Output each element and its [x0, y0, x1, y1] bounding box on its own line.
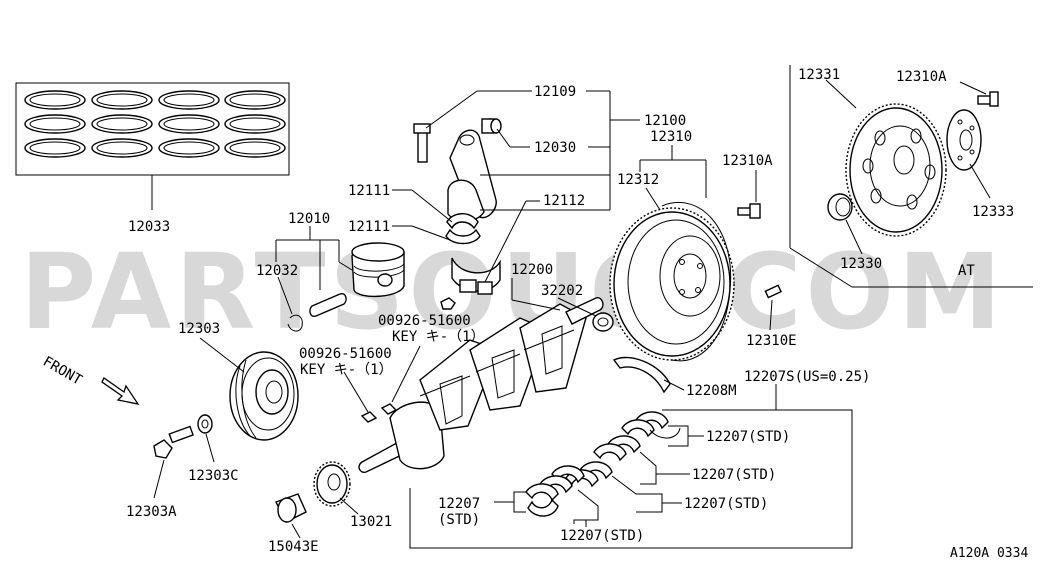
- crank-sprocket[interactable]: [313, 461, 351, 507]
- label-12111-lower[interactable]: 12111: [348, 219, 390, 235]
- flywheel[interactable]: [609, 201, 735, 362]
- main-bearing-5[interactable]: [525, 483, 559, 517]
- pulley-washer[interactable]: [197, 414, 213, 434]
- piston[interactable]: [351, 242, 405, 298]
- label-at: AT: [958, 263, 975, 279]
- main-bearing-2[interactable]: [593, 435, 641, 462]
- label-12032[interactable]: 12032: [256, 263, 298, 279]
- label-12310A-at[interactable]: 12310A: [896, 69, 947, 85]
- label-12331[interactable]: 12331: [798, 67, 840, 83]
- label-12207-5-line2[interactable]: (STD): [438, 512, 480, 528]
- front-label: FRONT: [40, 354, 85, 389]
- label-12111-upper[interactable]: 12111: [348, 183, 390, 199]
- figure-code: A120A 0334: [950, 546, 1028, 561]
- piston-pin[interactable]: [309, 292, 347, 318]
- label-12207-5-line1[interactable]: 12207: [438, 496, 480, 512]
- label-12200[interactable]: 12200: [511, 262, 553, 278]
- front-arrow-icon: [101, 377, 140, 405]
- drive-plate-bolt[interactable]: [977, 91, 999, 107]
- label-12010[interactable]: 12010: [288, 211, 330, 227]
- label-12207S[interactable]: 12207S(US=0.25): [744, 369, 870, 385]
- reinforcement-plate[interactable]: [946, 109, 982, 171]
- ring-set-1: [24, 90, 86, 158]
- label-12207-2[interactable]: 12207(STD): [692, 467, 776, 483]
- key-lower[interactable]: [360, 411, 378, 423]
- label-15043E[interactable]: 15043E: [268, 539, 319, 555]
- label-key-lower-part[interactable]: 00926-51600: [299, 346, 392, 362]
- label-13021[interactable]: 13021: [350, 514, 392, 530]
- label-12207-4[interactable]: 12207(STD): [560, 528, 644, 544]
- label-12109[interactable]: 12109: [534, 84, 576, 100]
- drive-plate[interactable]: [845, 103, 947, 237]
- label-12312[interactable]: 12312: [617, 172, 659, 188]
- ring-set-4: [224, 90, 286, 158]
- label-12310A-mt[interactable]: 12310A: [722, 153, 773, 169]
- label-key-lower-desc[interactable]: KEY キ-（1）: [300, 362, 393, 378]
- crankshaft[interactable]: [358, 297, 604, 474]
- label-12330[interactable]: 12330: [840, 256, 882, 272]
- label-12100[interactable]: 12100: [644, 113, 686, 129]
- con-rod-bushing[interactable]: [481, 118, 502, 134]
- main-bearing-1[interactable]: [621, 411, 681, 439]
- piston-rings-group[interactable]: [15, 82, 290, 210]
- label-12033[interactable]: 12033: [128, 219, 170, 235]
- snap-ring[interactable]: [287, 314, 303, 332]
- label-key-upper-part[interactable]: 00926-51600: [378, 313, 471, 329]
- label-12112[interactable]: 12112: [543, 193, 585, 209]
- rear-seal[interactable]: [827, 193, 853, 221]
- spacer[interactable]: [275, 493, 307, 523]
- ring-set-2: [91, 90, 153, 158]
- label-12310[interactable]: 12310: [650, 129, 692, 145]
- label-12207-3[interactable]: 12207(STD): [684, 496, 768, 512]
- main-bearing-4[interactable]: [539, 465, 585, 494]
- thrust-washer[interactable]: [612, 356, 671, 394]
- flywheel-bolt[interactable]: [737, 203, 761, 219]
- label-12303C[interactable]: 12303C: [188, 468, 239, 484]
- rod-bearing-upper[interactable]: [446, 213, 479, 230]
- label-32202[interactable]: 32202: [541, 283, 583, 299]
- crank-pulley[interactable]: [229, 351, 299, 441]
- label-key-upper-desc[interactable]: KEY キ-（1）: [392, 329, 485, 345]
- dowel-pin[interactable]: [764, 284, 782, 299]
- label-12030[interactable]: 12030: [534, 140, 576, 156]
- pulley-bolt[interactable]: [153, 425, 194, 459]
- label-12333[interactable]: 12333: [972, 204, 1014, 220]
- label-12208M[interactable]: 12208M: [686, 383, 737, 399]
- key-upper[interactable]: [380, 403, 398, 415]
- label-12303A[interactable]: 12303A: [126, 504, 177, 520]
- pilot-bushing[interactable]: [592, 312, 614, 332]
- con-rod-bolt[interactable]: [413, 123, 431, 163]
- label-12310E[interactable]: 12310E: [746, 333, 797, 349]
- label-12207-1[interactable]: 12207(STD): [706, 429, 790, 445]
- ring-set-3: [158, 90, 220, 158]
- con-rod-nut[interactable]: [440, 279, 493, 310]
- connecting-rod[interactable]: [447, 129, 497, 222]
- label-12303[interactable]: 12303: [178, 321, 220, 337]
